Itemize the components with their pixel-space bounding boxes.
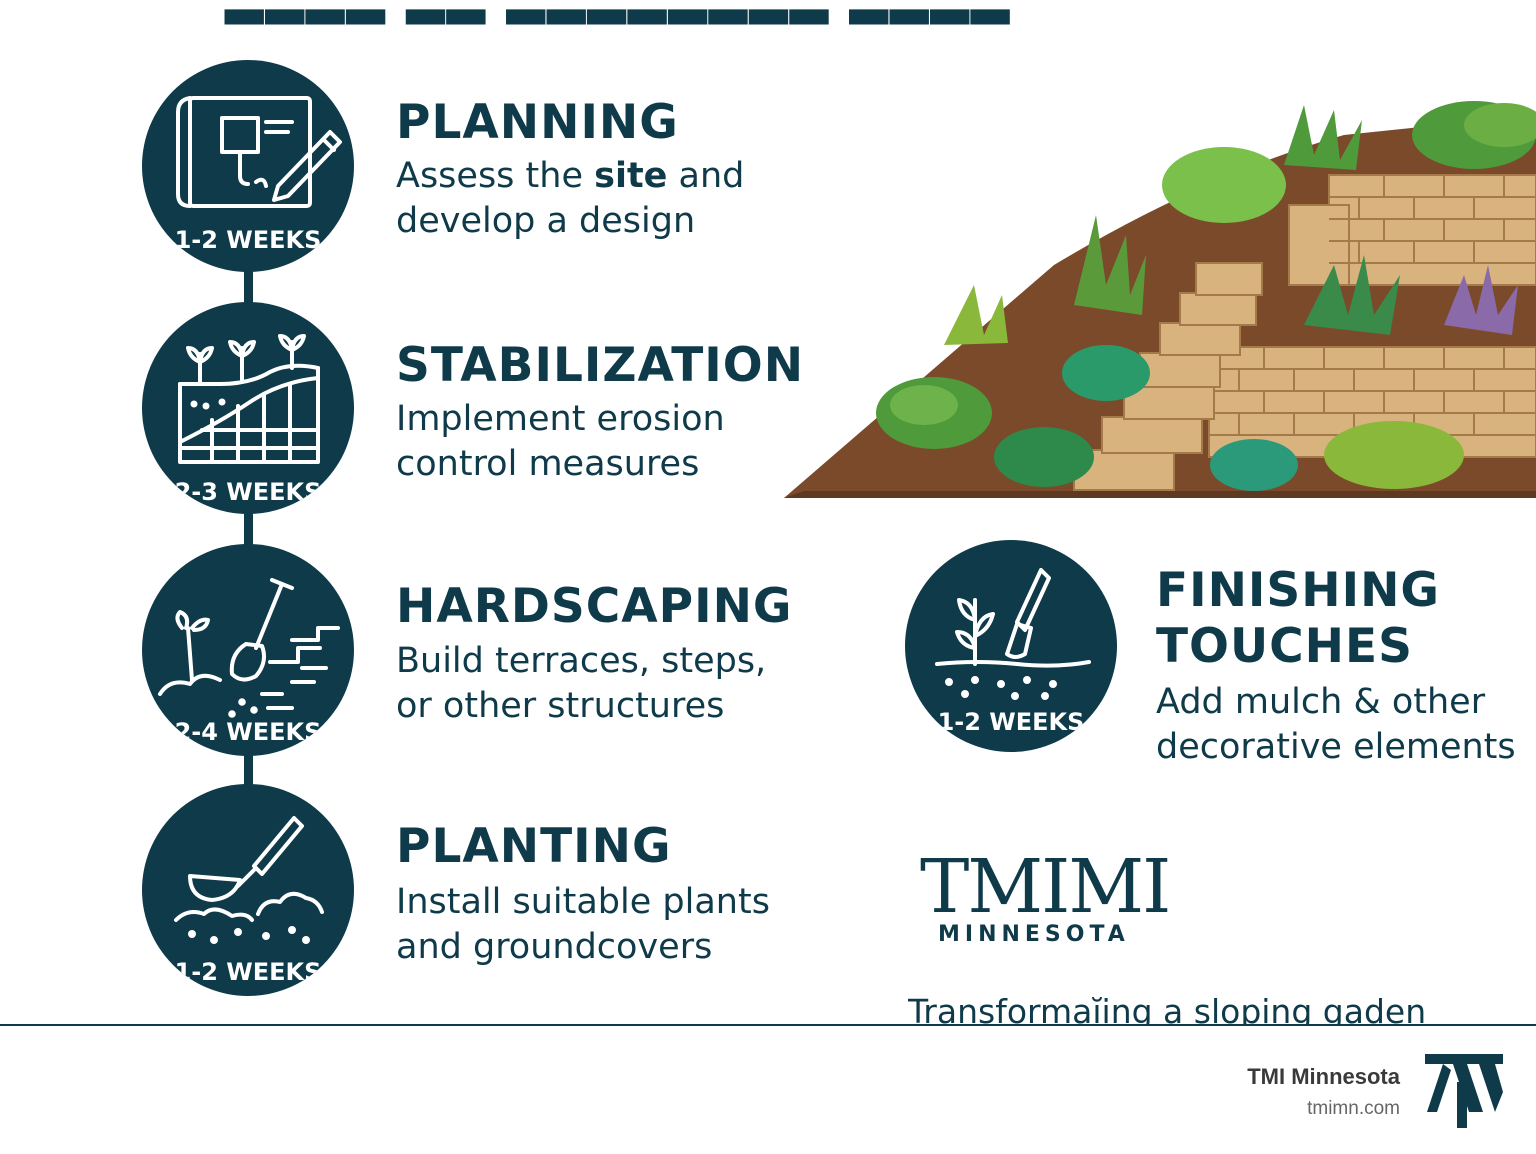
trowel-soil-icon	[174, 816, 324, 944]
step-desc-planting-line2: and groundcovers	[396, 927, 713, 967]
step-circle-hardscaping: 2-4 WEEKS	[142, 544, 354, 756]
tmi-logo-icon	[1425, 1054, 1503, 1128]
step-desc-stabilization-line2: control measures	[396, 444, 700, 484]
duration-badge: 2-4 WEEKS	[174, 718, 322, 746]
step-title-stabilization: STABILIZATION	[396, 338, 805, 393]
step-circle-stabilization: 2-3 WEEKS	[142, 302, 354, 514]
brand-subtitle: MINNESOTA	[938, 922, 1130, 947]
terraced-garden-illustration	[784, 101, 1536, 498]
slope-grid-plants-icon	[178, 334, 320, 464]
footer-website-link[interactable]: tmimn.com	[1307, 1098, 1400, 1119]
footer-company-name: TMI Minnesota	[1247, 1064, 1400, 1089]
duration-badge: 1-2 WEEKS	[937, 708, 1085, 736]
timeline-connector	[244, 250, 253, 810]
brand-logo: TMIMI MINNESOTA	[920, 844, 1171, 947]
step-desc-finishing-line2: decorative elements	[1156, 727, 1516, 767]
step-title-finishing-line1: FINISHING	[1156, 563, 1441, 618]
duration-badge: 2-3 WEEKS	[174, 478, 322, 506]
step-title-planning: PLANNING	[396, 95, 679, 150]
step-title-hardscaping: HARDSCAPING	[396, 579, 793, 634]
cropped-heading-remnant: ▂▂▂▂ ▂▂ ▂▂▂▂▂▂▂▂ ▂▂▂▂	[225, 0, 1011, 24]
duration-badge: 1-2 WEEKS	[174, 958, 322, 986]
step-circle-finishing-touches: 1-2 WEEKS	[905, 540, 1117, 752]
duration-badge: 1-2 WEEKS	[174, 226, 322, 254]
step-title-finishing-line2: TOUCHES	[1156, 619, 1413, 674]
step-circle-planning: 1-2 WEEKS	[142, 60, 354, 272]
step-desc-planting-line1: Install suitable plants	[396, 882, 770, 922]
brand-wordmark: TMIMI	[920, 844, 1171, 930]
step-title-planting: PLANTING	[396, 819, 672, 874]
step-desc-planning-line2: develop a design	[396, 201, 696, 241]
step-desc-planning-line1: Assess the site and	[396, 156, 745, 196]
step-circle-planting: 1-2 WEEKS	[142, 784, 354, 996]
sprout-trowel-icon	[935, 568, 1091, 700]
blueprint-pencil-icon	[176, 96, 342, 208]
step-desc-hardscaping-line1: Build terraces, steps,	[396, 641, 767, 681]
footer-divider	[0, 1024, 1536, 1026]
step-desc-hardscaping-line2: or other structures	[396, 686, 725, 726]
step-desc-stabilization-line1: Implement erosion	[396, 399, 725, 439]
shovel-steps-icon	[158, 578, 340, 718]
brand-tagline: Transformaĭing a sloping gaden	[908, 992, 1427, 1026]
step-desc-finishing-line1: Add mulch & other	[1156, 682, 1486, 722]
